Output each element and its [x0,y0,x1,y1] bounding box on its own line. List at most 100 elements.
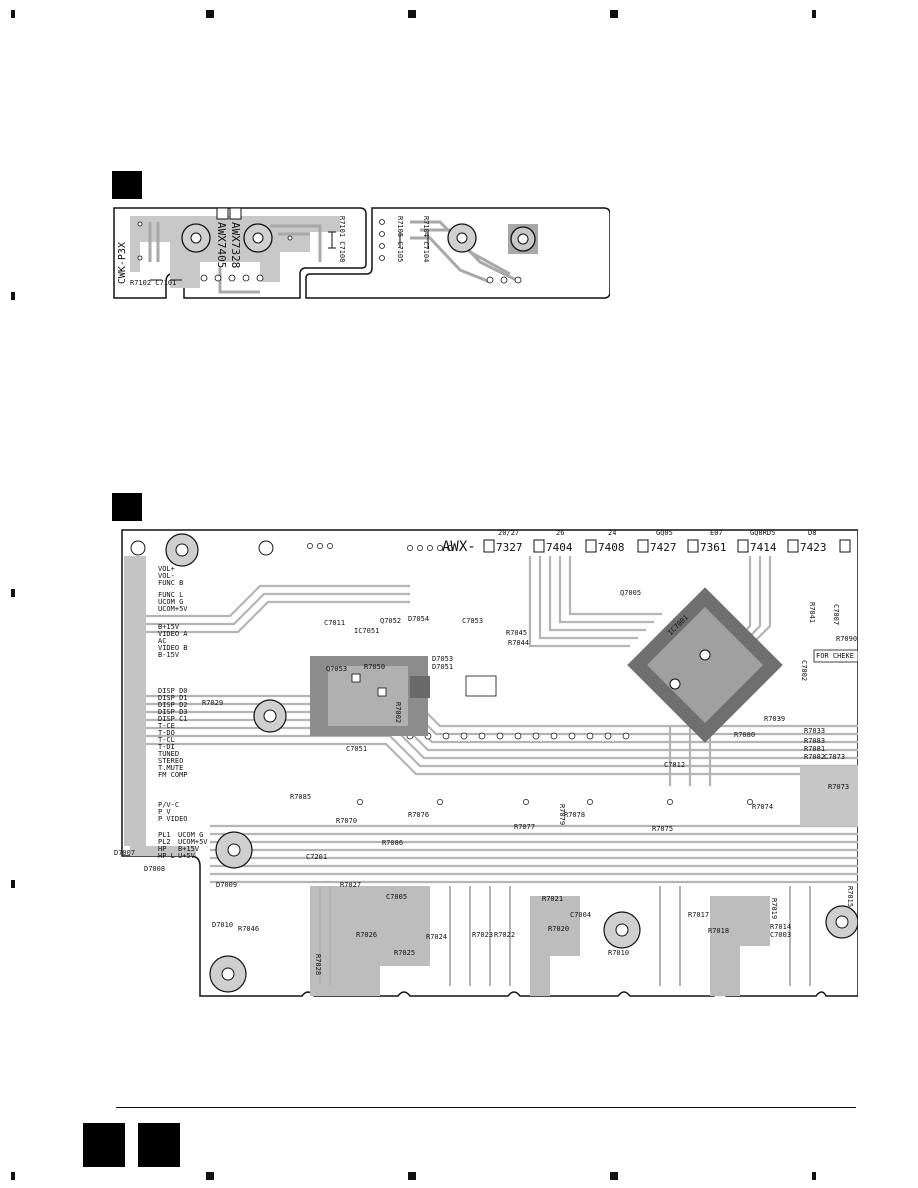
variant-tag: E07 [710,529,723,537]
component-label: D7053 [432,655,454,663]
component-label: R7074 [752,803,774,811]
component-label: R7090 [836,635,858,643]
registration-mark [11,589,15,597]
registration-mark [11,880,15,888]
edge-label: AC [158,637,167,645]
component-label: R7080 [734,731,756,739]
board-title: CWK-P3X [117,242,128,285]
component-label: C7073 [824,753,846,761]
edge-label: T-CE [158,722,175,730]
edge-label: DISP D1 [158,694,188,702]
registration-mark [408,1172,416,1180]
edge-label: DISP D3 [158,708,188,716]
component-label: R7015 [846,886,854,908]
variant-code: 7427 [650,541,677,554]
component-label: R7019 [770,898,778,920]
top-pcb-drawing [113,207,611,299]
component-label: R7046 [238,925,260,933]
component-label: R7017 [688,911,710,919]
footer-block-right [138,1123,180,1167]
component-label: R7024 [426,933,448,941]
component-label: R7026 [356,931,378,939]
registration-mark [11,10,15,18]
check-label: FOR CHEKE [816,652,854,660]
part-number: AWX7328 [229,222,242,269]
component-label: R7027 [340,881,362,889]
component-label: R7104 C7104 [422,216,430,263]
registration-mark [610,10,618,18]
section-marker-main [112,493,142,521]
footer-rule [116,1107,856,1108]
edge-label: U+5V [178,852,195,860]
variant-tag: 20/27 [498,529,520,537]
edge-label: T-DO [158,729,175,737]
component-label: R7076 [408,811,430,819]
component-label: Q7052 [380,617,402,625]
component-label: Q7005 [620,589,642,597]
component-label: C7012 [664,761,686,769]
component-label: C7004 [570,911,592,919]
edge-label: T-CL [158,736,175,744]
top-pcb-board: CWK-P3X AWX7328 AWX7405 R7101 C7108 R710… [110,202,611,300]
component-label: C7053 [462,617,484,625]
edge-label: FUNC B [158,579,184,587]
component-label: D7054 [408,615,430,623]
part-number: AWX7405 [215,222,228,269]
edge-label: STEREO [158,757,184,765]
component-label: C7002 [800,660,808,682]
component-label: R7085 [290,793,312,801]
edge-label: B+15V [158,623,180,631]
footer-block-left [83,1123,125,1167]
edge-label: P V [158,808,171,816]
component-label: Q7053 [326,665,348,673]
edge-label: VIDEO A [158,630,188,638]
edge-label: DISP D0 [158,687,188,695]
component-label: R7029 [202,699,224,707]
variant-tag: 26 [556,529,565,537]
component-label: R7020 [548,925,570,933]
edge-label: VIDEO B [158,644,188,652]
component-label: R7050 [364,663,386,671]
component-label: R7079 [558,804,566,826]
variant-code: 7361 [700,541,727,554]
registration-mark [206,1172,214,1180]
section-marker-top [112,171,142,199]
edge-label: FUNC L [158,591,184,599]
component-label: R7073 [828,783,850,791]
component-label: R7083 [804,737,826,745]
edge-label: PL1 [158,831,171,839]
component-label: R7041 [808,602,816,624]
edge-label: FM COMP [158,771,188,779]
variant-code: 7423 [800,541,827,554]
component-label: C7005 [386,893,408,901]
edge-label: DISP D2 [158,701,188,709]
edge-label: B-15V [158,651,180,659]
edge-label: TUNED [158,750,180,758]
edge-label: UCOM+5V [158,605,188,613]
component-label: C7003 [770,931,792,939]
component-label: R7105 C7105 [396,216,404,263]
variant-tag: GQ05 [656,529,673,537]
registration-mark [11,292,15,300]
component-label: R7025 [394,949,416,957]
edge-label: T-DI [158,743,175,751]
registration-mark [408,10,416,18]
edge-label: B+15V [178,845,200,853]
component-label: R7081 [804,745,826,753]
component-label: C7011 [324,619,346,627]
component-label: R7021 [542,895,564,903]
variant-tag: GQ8RD5 [750,529,776,537]
edge-label: UCOM G [158,598,184,606]
edge-label: UCOM G [178,831,204,839]
component-label: R7075 [652,825,674,833]
component-label: R7045 [506,629,528,637]
edge-label: VOL- [158,572,175,580]
component-label: C7051 [346,745,368,753]
component-label: R7039 [764,715,786,723]
component-label: R7044 [508,639,530,647]
main-pcb-drawing [121,529,859,997]
component-label: R7028 [314,954,322,976]
registration-mark [206,10,214,18]
registration-mark [610,1172,618,1180]
edge-label: VOL+ [158,565,175,573]
